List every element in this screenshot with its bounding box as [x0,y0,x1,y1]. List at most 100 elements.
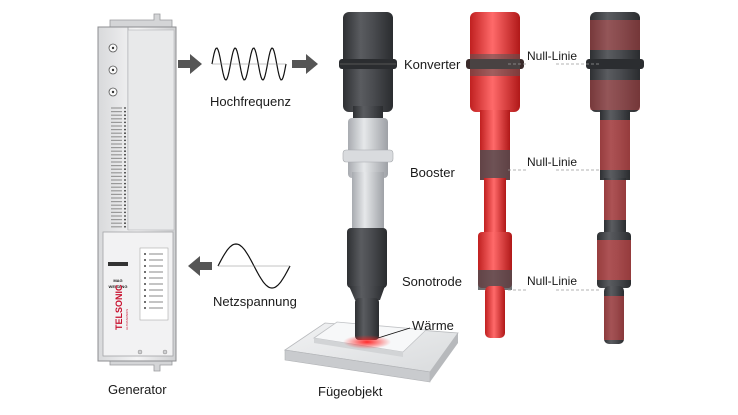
label-sonotrode: Sonotrode [402,274,462,289]
led-caption [111,107,122,109]
led-caption [111,139,122,141]
led-caption [111,226,122,228]
led-caption [111,168,122,170]
led-icon [124,107,126,109]
generator-unit: MAG WELDING TELSONIC ULTRASONICS [97,13,177,372]
led-icon [124,207,126,210]
led-icon [124,182,126,185]
status-caption [149,271,163,273]
status-led-icon [144,283,146,285]
status-caption [149,277,163,279]
led-caption [111,125,122,127]
led-icon [124,225,126,228]
status-caption [149,295,163,297]
led-caption [111,111,122,113]
led-icon [124,164,126,167]
led-caption [111,219,122,221]
led-icon [124,211,126,214]
status-led-icon [144,307,146,309]
led-caption [111,197,122,199]
led-icon [124,153,126,156]
led-icon [124,135,126,138]
arrow-left-icon [188,256,212,276]
status-led-icon [144,289,146,291]
led-caption [111,147,122,149]
led-caption [111,121,122,123]
generator-model-line1: MAG [113,278,122,283]
led-icon [124,143,126,145]
label-waerme: Wärme [412,318,454,333]
label-null-linie-converter: Null-Linie [527,49,578,63]
arrow-right-icon [292,54,318,74]
led-icon [124,189,126,192]
led-icon [124,197,126,199]
booster [342,106,394,232]
led-caption [111,179,122,181]
led-icon [124,186,126,189]
led-icon [124,117,126,120]
label-booster: Booster [410,165,455,180]
generator-model-line2: WELDING [109,284,128,289]
led-caption [111,132,122,134]
label-null-linie-booster: Null-Linie [527,155,578,169]
label-fuegeobjekt: Fügeobjekt [318,384,383,399]
oscillation-stack-2 [586,12,644,344]
led-icon [124,146,126,149]
generator-knob-icon [108,43,118,53]
status-led-icon [144,301,146,303]
status-caption [149,301,163,303]
workpiece [283,321,459,383]
sonotrode [347,228,387,340]
led-caption [111,143,122,145]
led-icon [124,128,126,131]
led-caption [111,204,122,206]
led-caption [111,114,122,116]
led-caption [111,161,122,163]
oscillation-stack-1 [466,12,524,338]
status-led-icon [144,253,146,255]
generator-knob-icon [108,65,118,75]
label-konverter: Konverter [404,57,461,72]
led-icon [124,161,126,163]
status-caption [149,253,163,255]
status-led-icon [144,271,146,273]
status-led-icon [144,295,146,297]
status-caption [149,283,163,285]
led-caption [111,193,122,195]
status-caption [149,259,163,261]
led-caption [111,183,122,185]
generator-status-list [144,253,163,309]
led-icon [124,218,126,221]
led-icon [124,139,126,142]
screw-icon [137,349,143,355]
generator-brand-logo: TELSONIC [114,284,124,330]
led-icon [124,175,126,178]
converter [339,12,397,112]
led-caption [111,136,122,138]
led-icon [124,121,126,124]
led-icon [124,200,126,203]
heat-glow [343,335,391,349]
led-icon [124,222,126,225]
status-led-icon [144,259,146,261]
led-caption [111,190,122,192]
led-caption [111,157,122,159]
led-icon [124,110,126,113]
led-caption [111,172,122,174]
led-icon [124,125,126,127]
label-netzspannung: Netzspannung [213,294,297,309]
status-caption [149,307,163,309]
generator-knob-icon [108,87,118,97]
led-caption [111,186,122,188]
led-caption [111,150,122,152]
led-caption [111,201,122,203]
led-icon [124,150,126,153]
led-icon [124,193,126,196]
led-icon [124,215,126,217]
generator-subbrand: ULTRASONICS [125,309,129,330]
led-icon [124,132,126,135]
led-icon [124,171,126,174]
led-icon [124,204,126,207]
